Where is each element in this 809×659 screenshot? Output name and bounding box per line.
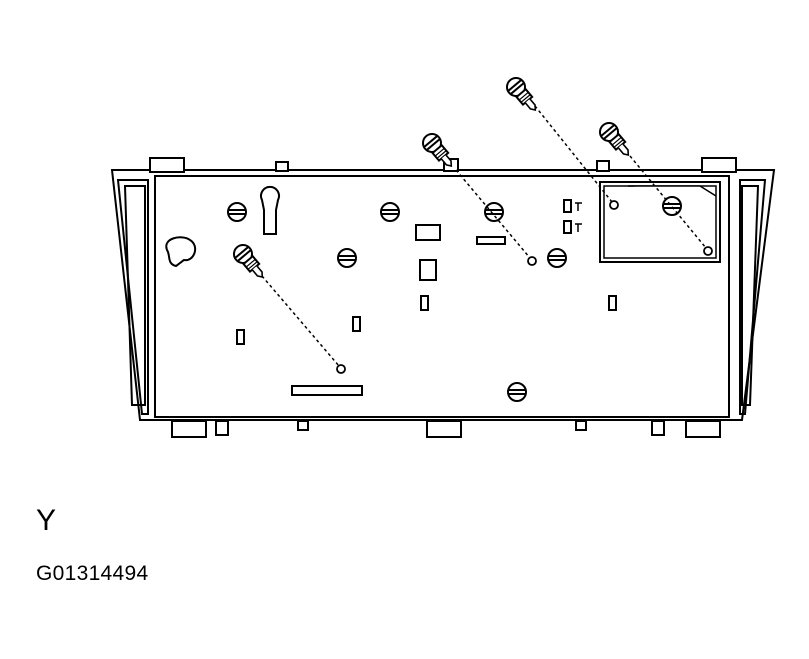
connector-module <box>599 181 721 263</box>
screw-holes <box>336 200 713 374</box>
plate-slots <box>236 199 617 396</box>
guide-lines <box>261 105 707 367</box>
figure-code: G01314494 <box>36 562 149 585</box>
socket-shapes <box>165 185 280 268</box>
bottom-tabs <box>171 420 721 438</box>
top-tabs <box>149 157 737 173</box>
view-letter: Y <box>36 504 57 537</box>
